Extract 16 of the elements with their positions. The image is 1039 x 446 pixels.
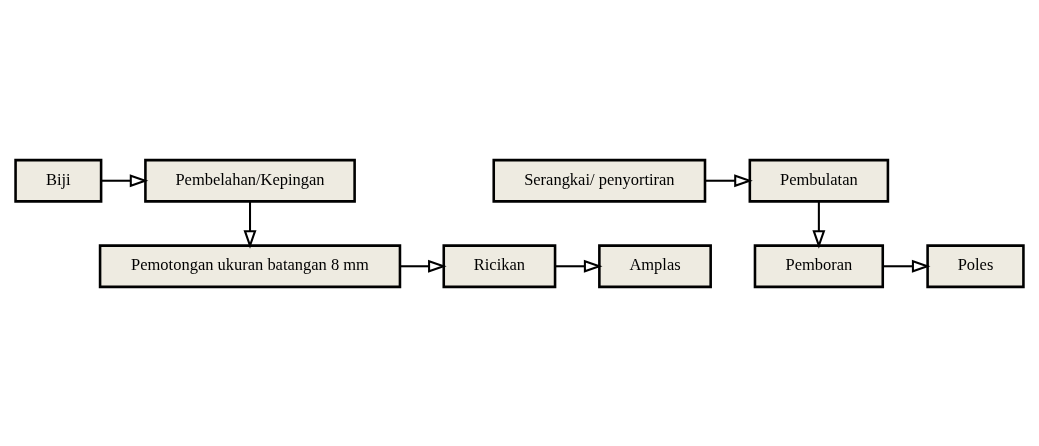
node-box: Pemboran: [753, 243, 885, 288]
arrow: [101, 173, 149, 187]
arrow: [705, 173, 753, 187]
node-box: Serangkai/ penyortiran: [492, 158, 707, 203]
arrow: [555, 259, 603, 273]
arrow: [812, 201, 826, 249]
node-box: Pembelahan/Kepingan: [144, 158, 356, 203]
node-box: Amplas: [598, 243, 712, 288]
node-box: Pembulatan: [748, 158, 890, 203]
node-box: Poles: [926, 243, 1025, 288]
arrow: [400, 259, 447, 273]
arrow: [243, 201, 257, 249]
node-box: Biji: [14, 158, 103, 203]
node-box: Pemotongan ukuran batangan 8 mm: [98, 243, 402, 288]
arrow: [882, 259, 931, 273]
node-box: Ricikan: [442, 243, 557, 288]
